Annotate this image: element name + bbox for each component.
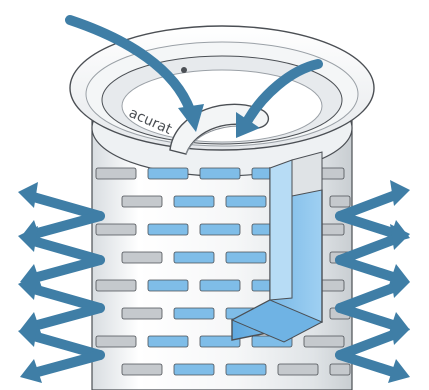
- slot: [148, 168, 188, 179]
- slot: [148, 224, 188, 235]
- slot: [122, 308, 162, 319]
- slot: [226, 196, 266, 207]
- slot: [122, 252, 162, 263]
- outflow-arrow-icon: [20, 355, 100, 383]
- slot: [174, 308, 214, 319]
- slot: [122, 364, 162, 375]
- outflow-arrow-icon: [18, 274, 100, 308]
- slot: [330, 364, 350, 375]
- slot: [226, 252, 266, 263]
- rivet-icon: [181, 67, 187, 73]
- slot: [200, 168, 240, 179]
- slot: [330, 196, 350, 207]
- slot: [226, 364, 266, 375]
- outflow-arrow-icon: [18, 182, 100, 216]
- slot: [174, 364, 214, 375]
- slot: [122, 196, 162, 207]
- slot: [200, 280, 240, 291]
- slot: [174, 196, 214, 207]
- slot: [148, 280, 188, 291]
- slot: [200, 224, 240, 235]
- filter-rim: [70, 26, 374, 150]
- slot: [304, 336, 344, 347]
- slot: [96, 280, 136, 291]
- slot: [96, 224, 136, 235]
- slot: [96, 168, 136, 179]
- slot: [96, 336, 136, 347]
- slot: [148, 336, 188, 347]
- slot: [174, 252, 214, 263]
- slot: [278, 364, 318, 375]
- outflow-arrow-icon: [18, 321, 100, 355]
